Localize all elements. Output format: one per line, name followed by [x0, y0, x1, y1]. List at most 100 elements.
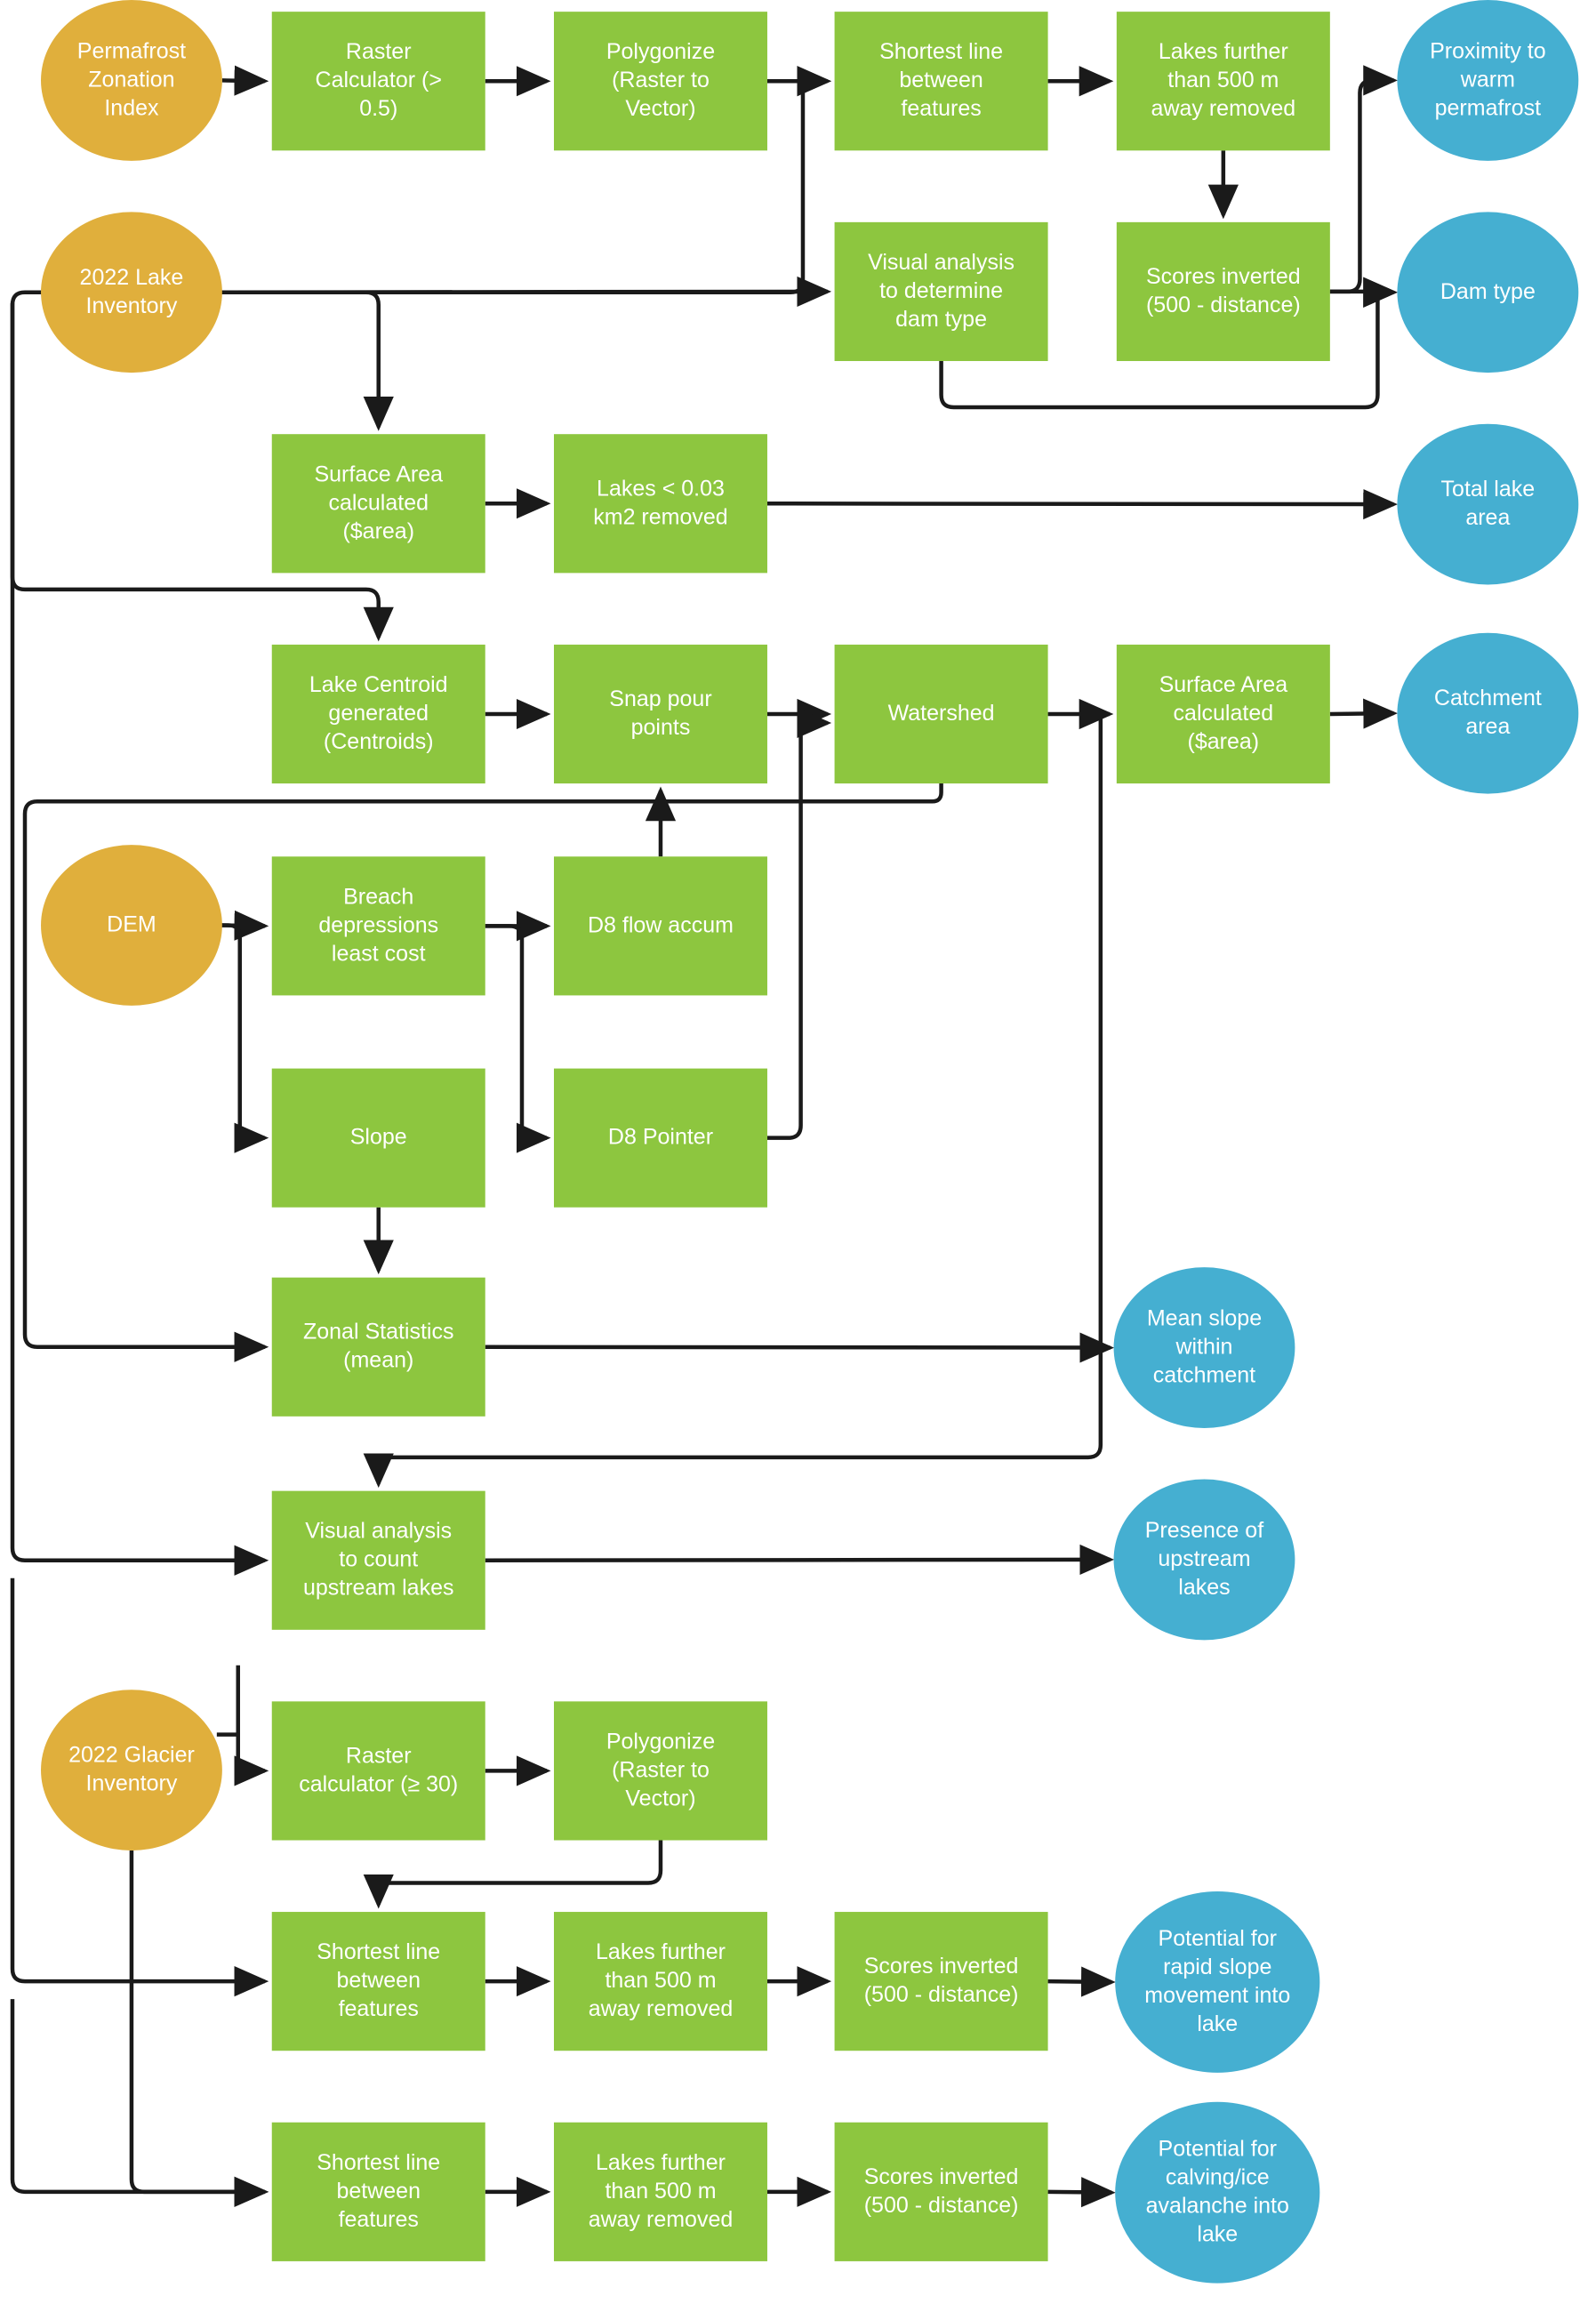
node-scores_inv_3[interactable]: Scores inverted(500 - distance) [834, 2122, 1048, 2261]
input-ellipse [41, 212, 222, 373]
process-box [271, 1068, 485, 1208]
node-d8_pointer[interactable]: D8 Pointer [553, 1068, 767, 1208]
node-scores_inv_2[interactable]: Scores inverted(500 - distance) [834, 1912, 1048, 2051]
node-d8_flow_accum[interactable]: D8 flow accum [553, 856, 767, 996]
edge-watershed-bus-left [22, 783, 943, 1349]
process-box [553, 1701, 767, 1841]
edge-permafrost-to-rastercalc [221, 65, 269, 96]
output-ellipse [1115, 1891, 1320, 2073]
output-ellipse [1113, 1479, 1295, 1641]
node-scores_inv_1[interactable]: Scores inverted(500 - distance) [1116, 221, 1330, 362]
process-box [834, 1912, 1048, 2051]
process-box [271, 12, 485, 151]
edge-watershed-to-visualupstream [363, 713, 1103, 1489]
edge-dem-to-slope [216, 923, 269, 1153]
edge-lakeinventory-to-shortestline2 [10, 1577, 269, 1997]
edge-glacierinventory-to-shortestline3 [129, 1850, 269, 2207]
edge-scoresinv-to-proximitywarm [1329, 65, 1398, 294]
edge-lakeinventory-to-surfacearea1 [216, 290, 394, 431]
node-dam_type[interactable]: Dam type [1397, 212, 1579, 373]
process-box [553, 1068, 767, 1208]
process-box [271, 856, 485, 996]
edges-layer [10, 65, 1398, 2208]
process-box [553, 856, 767, 996]
output-ellipse [1397, 0, 1579, 161]
process-box [834, 2122, 1048, 2261]
process-box [553, 644, 767, 784]
output-ellipse [1113, 1267, 1295, 1428]
process-box [271, 644, 485, 784]
process-box [834, 221, 1048, 362]
node-zonal_stats[interactable]: Zonal Statistics(mean) [271, 1277, 485, 1417]
process-box [834, 644, 1048, 784]
process-box [553, 12, 767, 151]
node-dem[interactable]: DEM [41, 845, 222, 1006]
process-box [1116, 221, 1330, 362]
edge-scoresinv1-to-damtype [1329, 277, 1398, 308]
process-box [553, 434, 767, 574]
edge-polygonize2-to-shortestline2 [363, 1840, 663, 1909]
edge-lakeinventory-to-lakecentroid [10, 290, 394, 642]
edge-d8pointer-to-watershed [766, 707, 832, 1140]
output-ellipse [1115, 2101, 1320, 2284]
process-box [271, 434, 485, 574]
process-box [553, 1912, 767, 2051]
edge-lakeinventory-to-shortestline3 [10, 1999, 269, 2207]
input-ellipse [41, 845, 222, 1006]
output-ellipse [1397, 212, 1579, 373]
edge-glacierinventory-to-rastercalc30 [234, 1665, 269, 1786]
input-ellipse [41, 1690, 222, 1851]
edge-visualupstream-to-presenceupstream [485, 1544, 1115, 1576]
output-ellipse [1397, 423, 1579, 585]
process-box [271, 2122, 485, 2261]
process-box [271, 1701, 485, 1841]
edge-scoresinv2-to-potentialslope [1047, 1966, 1116, 1997]
process-box [553, 2122, 767, 2261]
node-watershed[interactable]: Watershed [834, 644, 1048, 784]
edge-scoresinv3-to-potentialcalving [1047, 2177, 1116, 2208]
process-box [271, 1912, 485, 2051]
edge-zonalstats-to-meanslope [485, 1332, 1115, 1363]
process-box [1116, 644, 1330, 784]
process-box [1116, 12, 1330, 151]
node-slope[interactable]: Slope [271, 1068, 485, 1208]
process-box [834, 12, 1048, 151]
input-ellipse [41, 0, 222, 161]
output-ellipse [1397, 632, 1579, 794]
edge-surfacearea2-to-catchmentarea [1329, 698, 1398, 729]
edge-lakeinventory-to-visualupstream [10, 302, 269, 1576]
edge-lakes003-to-totallakearea [766, 488, 1398, 520]
process-box [271, 1277, 485, 1417]
